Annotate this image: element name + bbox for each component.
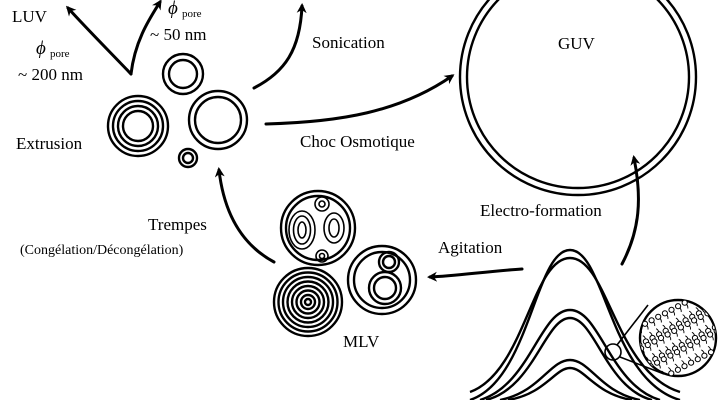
- lipid-head-icon: [684, 320, 691, 327]
- lipid-tail-icon: [640, 327, 642, 334]
- lipid-head-icon: [654, 359, 661, 366]
- label-mlv: MLV: [343, 332, 380, 351]
- lipid-tail-icon: [636, 339, 639, 345]
- lipid-head-icon: [681, 363, 688, 370]
- label-choc-osmotique: Choc Osmotique: [300, 132, 415, 151]
- lipid-head-icon: [697, 313, 704, 320]
- lipid-tail-icon: [713, 309, 716, 316]
- arrow-choc-osmotique: [264, 74, 455, 126]
- lipid-head-icon: [710, 306, 716, 313]
- arrow-agitation: [427, 267, 524, 282]
- arrow-trempes: [214, 167, 276, 264]
- lipid-head-icon: [648, 317, 655, 324]
- lipid-tail-icon: [717, 331, 720, 337]
- extrusion-vesicles: [106, 52, 249, 169]
- lipid-head-icon: [701, 352, 708, 359]
- lipid-head-icon: [667, 352, 674, 359]
- lipid-head-icon: [700, 334, 707, 342]
- lipid-tail-icon: [632, 331, 635, 337]
- lipid-head-icon: [657, 334, 665, 342]
- mlv-vesicles: [272, 189, 418, 338]
- lipid-head-icon: [677, 324, 685, 331]
- label-electro-formation: Electro-formation: [480, 201, 602, 220]
- label-agitation: Agitation: [438, 238, 503, 257]
- lipid-head-icon: [707, 331, 714, 338]
- pore-label-large: ϕ pore ~ 200 nm: [18, 38, 83, 84]
- lipid-film: [469, 248, 681, 400]
- zoom-marker: [604, 343, 622, 361]
- lipid-head-icon: [687, 342, 694, 349]
- lipid-head-icon: [660, 356, 667, 363]
- phi-symbol: ϕ: [168, 0, 178, 19]
- label-congelation: (Congélation/Décongélation): [20, 243, 184, 258]
- lipid-head-icon: [702, 290, 707, 295]
- lipid-head-icon: [719, 321, 724, 326]
- lipid-tail-icon: [708, 300, 713, 307]
- pore-size-small: ~ 50 nm: [150, 25, 206, 44]
- label-trempes: Trempes: [148, 215, 207, 234]
- lipid-head-icon: [661, 310, 669, 317]
- lipid-tail-icon: [718, 318, 721, 324]
- arrow-to-small-luv: [129, 0, 162, 76]
- lipid-head-icon: [651, 338, 658, 345]
- lipid-tail-icon: [697, 300, 702, 302]
- pore-size-large: ~ 200 nm: [18, 65, 83, 84]
- label-extrusion: Extrusion: [16, 134, 83, 153]
- pore-label-small: ϕ pore ~ 50 nm: [150, 0, 206, 44]
- lipid-head-icon: [693, 338, 701, 345]
- lipid-tail-icon: [705, 292, 708, 298]
- phi-symbol: ϕ: [36, 38, 46, 59]
- zoom-line-bottom: [619, 356, 665, 375]
- lipid-head-icon: [655, 313, 662, 320]
- pore-subscript: pore: [182, 8, 202, 20]
- lipid-head-icon: [694, 356, 701, 363]
- label-luv: LUV: [12, 7, 48, 26]
- lipid-head-icon: [664, 331, 671, 338]
- label-sonication: Sonication: [312, 33, 385, 52]
- lipid-head-icon: [691, 317, 698, 324]
- zoom-line-top: [616, 304, 649, 346]
- lipid-tail-icon: [721, 339, 724, 345]
- lipid-tail-icon: [714, 342, 716, 349]
- lipid-tail-icon: [661, 370, 666, 376]
- pore-subscript: pore: [50, 48, 70, 60]
- lipid-head-icon: [721, 325, 725, 330]
- lipid-head-icon: [675, 303, 682, 310]
- lipid-head-icon: [673, 349, 681, 356]
- arrow-sonication: [252, 3, 307, 90]
- label-guv: GUV: [558, 34, 596, 53]
- lipid-head-icon: [695, 293, 700, 298]
- lipid-head-icon: [644, 341, 651, 349]
- lipid-head-icon: [709, 303, 716, 310]
- guv-vesicle: [458, 0, 698, 197]
- lipid-head-icon: [671, 327, 678, 334]
- lipid-head-icon: [668, 306, 675, 313]
- lipid-head-icon: [674, 366, 682, 373]
- lipid-head-icon: [680, 345, 687, 352]
- lipid-head-icon: [688, 359, 695, 366]
- lipid-bilayer-icon: [632, 290, 725, 378]
- arrow-to-luv: [65, 5, 133, 76]
